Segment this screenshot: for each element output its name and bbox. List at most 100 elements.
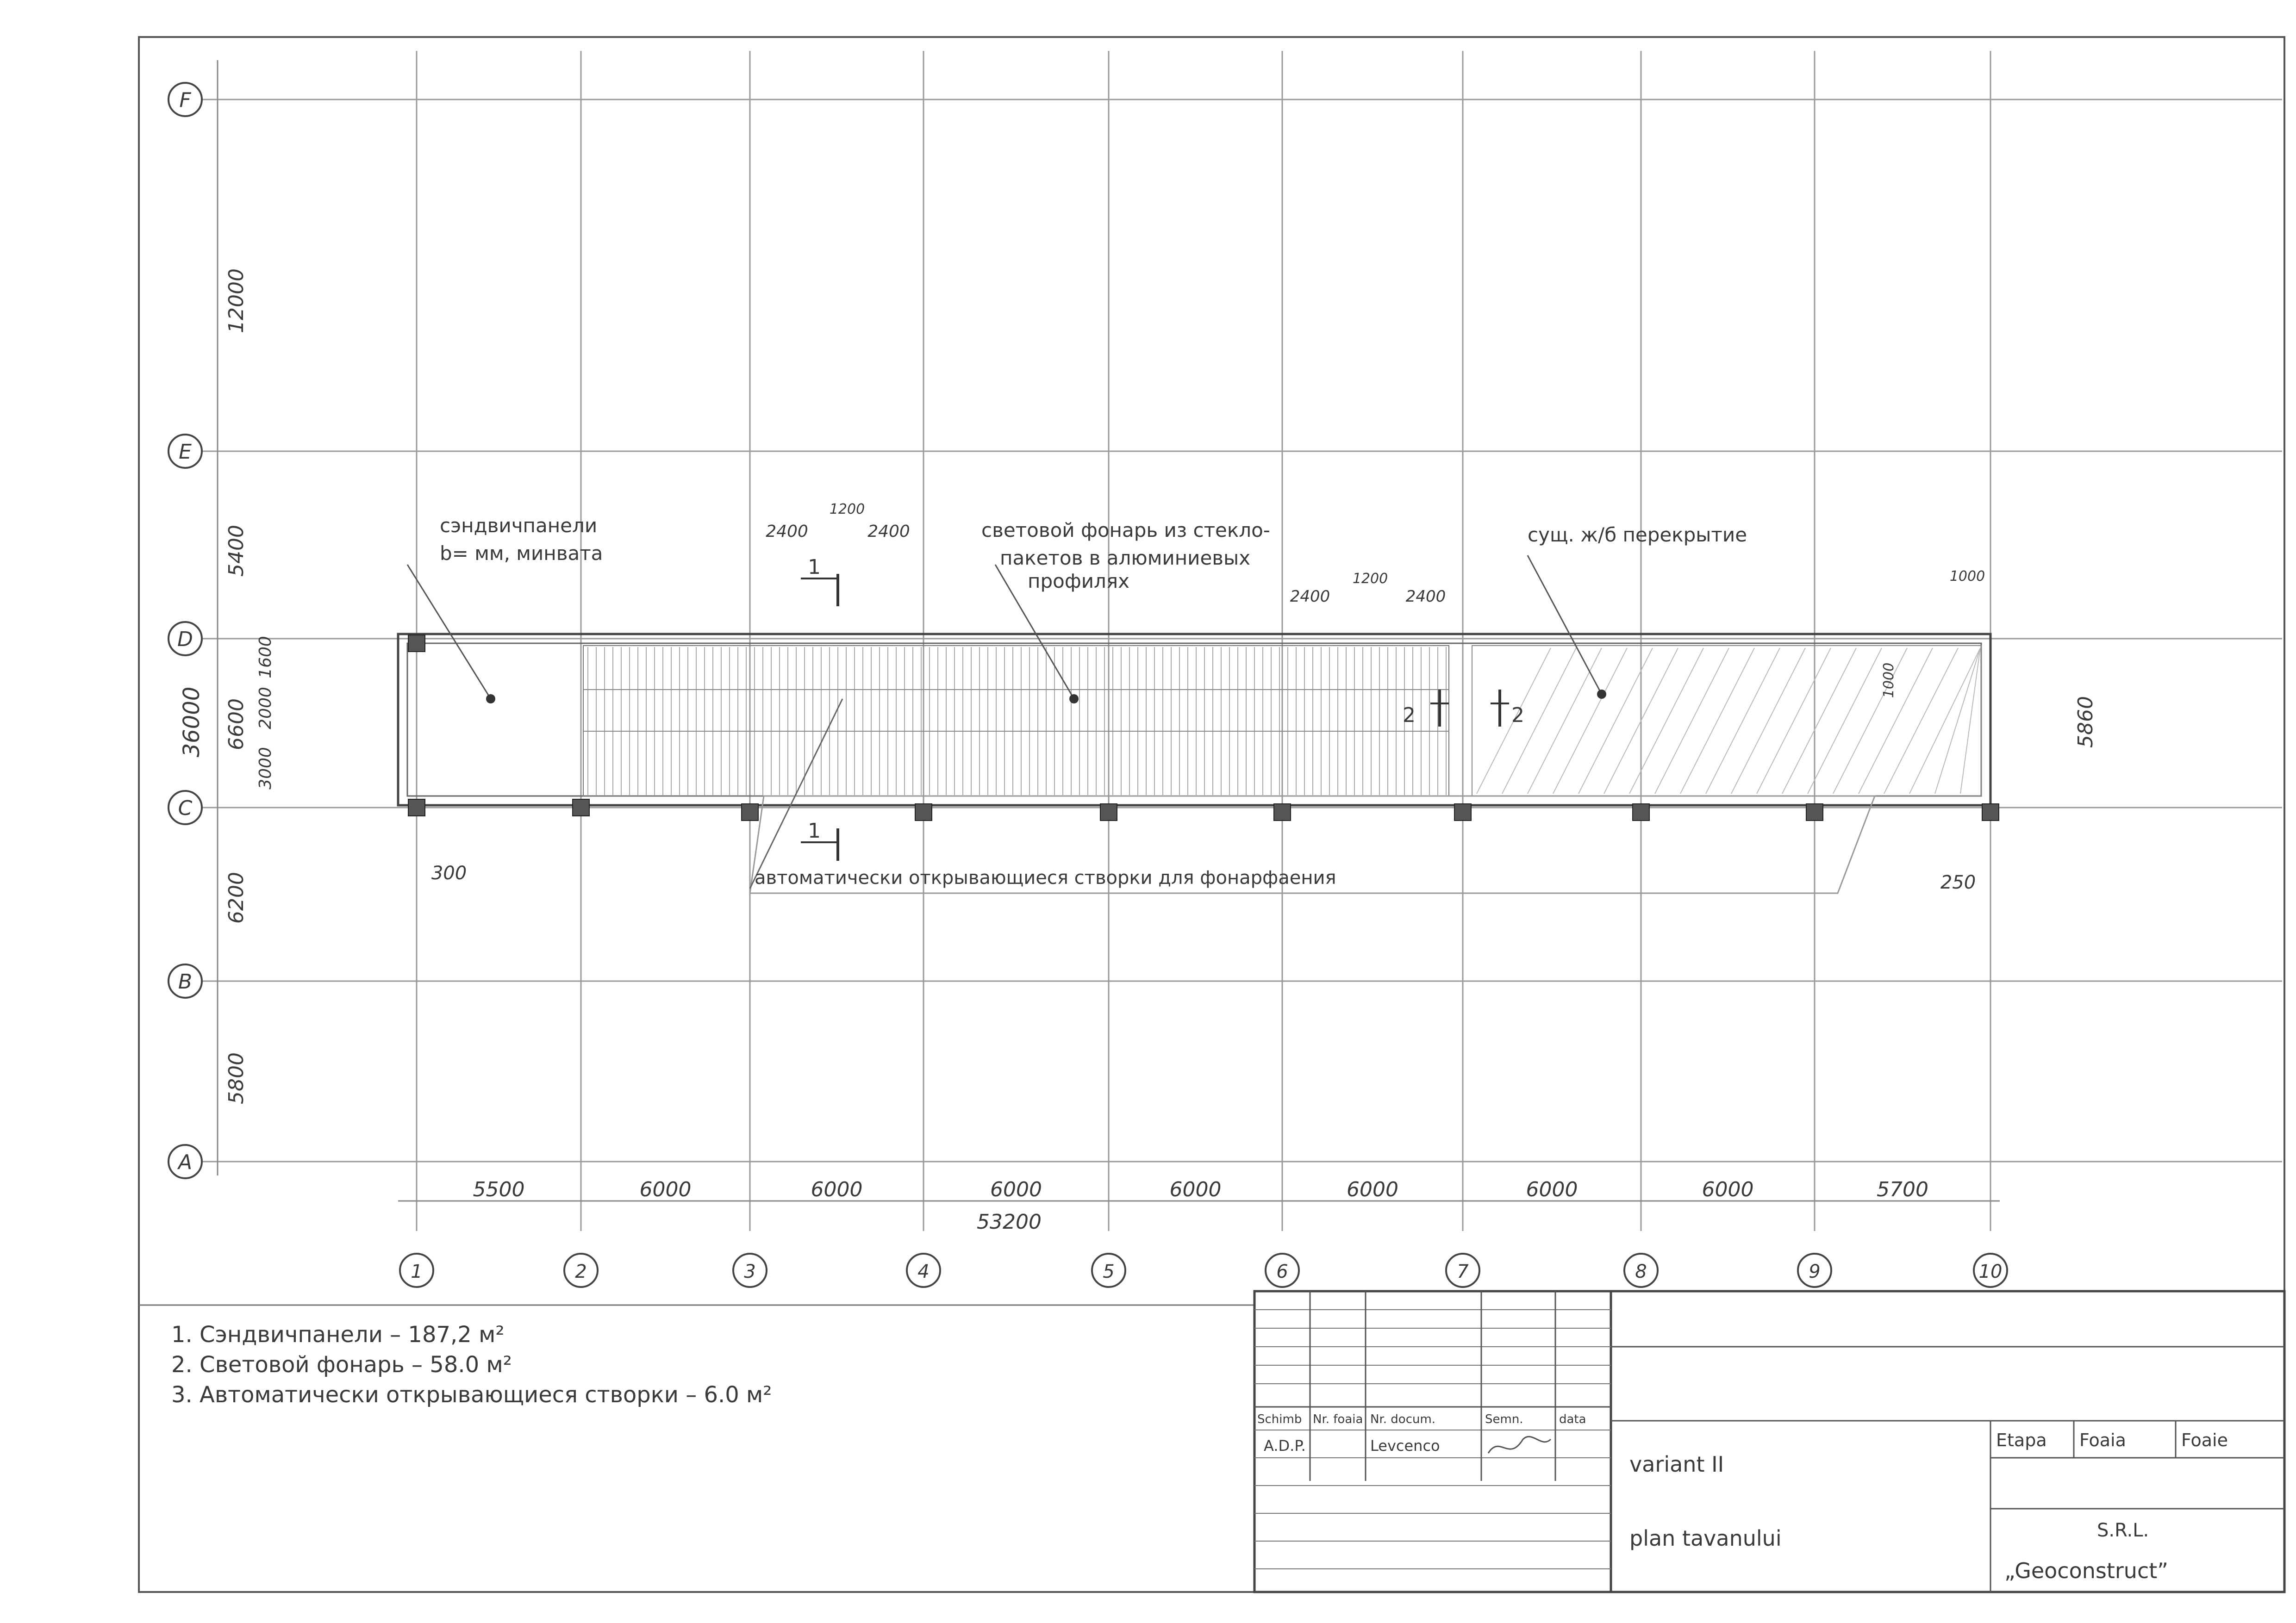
dim-skylight-left-b: 1200 bbox=[830, 501, 865, 517]
leader-dot bbox=[1069, 694, 1079, 703]
hatch-line bbox=[1553, 647, 1628, 794]
callout-existing: сущ. ж/б перекрытие bbox=[1528, 523, 1747, 546]
column-1 bbox=[408, 799, 425, 816]
skylight-hatching bbox=[583, 647, 1449, 795]
tb-header-data: data bbox=[1559, 1412, 1586, 1426]
tb-author: Levcenco bbox=[1370, 1437, 1440, 1455]
column-9 bbox=[1806, 803, 1823, 821]
vertical-grid-lines bbox=[416, 51, 1991, 1231]
dim-sub-1: 3000 bbox=[256, 747, 275, 790]
hatch-line bbox=[1578, 647, 1653, 794]
dim-bay-2: 6000 bbox=[640, 1178, 692, 1201]
tb-foaia: Foaia bbox=[2079, 1430, 2126, 1450]
tb-drawing-name: plan tavanului bbox=[1629, 1526, 1782, 1551]
column-3 bbox=[741, 803, 759, 821]
hatch-line bbox=[1884, 647, 1959, 794]
axis-bubble-E bbox=[168, 434, 203, 469]
horizontal-grid-lines bbox=[185, 60, 2282, 1202]
leader-dot bbox=[1597, 690, 1606, 699]
dim-skylight-left-a: 2400 bbox=[766, 522, 808, 541]
vents-zone bbox=[749, 795, 1876, 894]
tb-variant: variant II bbox=[1629, 1452, 1724, 1477]
dim-bay-4: 6000 bbox=[990, 1178, 1042, 1201]
callout-vents: автоматически открывающиеся створки для … bbox=[755, 867, 1336, 889]
dim-total-horizontal: 53200 bbox=[977, 1210, 1042, 1234]
axis-label-B: B bbox=[178, 970, 192, 994]
dim-corner: 1000 bbox=[1950, 568, 1985, 585]
hatch-line bbox=[1782, 647, 1857, 794]
callout-sandwich-line1: сэндвичпанели bbox=[440, 514, 597, 537]
note-2: 2. Световой фонарь – 58.0 м² bbox=[171, 1352, 512, 1378]
axis-bubble-4 bbox=[906, 1253, 941, 1288]
column-2 bbox=[572, 799, 590, 816]
column-5 bbox=[1100, 803, 1117, 821]
sheet-frame bbox=[138, 36, 2285, 1593]
dim-sub-3: 1600 bbox=[256, 636, 275, 678]
axis-bubble-D bbox=[168, 621, 203, 656]
axis-bubble-B bbox=[168, 964, 203, 999]
axis-bubble-2 bbox=[563, 1253, 599, 1288]
axis-label-7: 7 bbox=[1457, 1261, 1469, 1282]
hatch-line bbox=[1909, 647, 1981, 794]
existing-slab-hatching bbox=[1476, 647, 1981, 794]
axis-bubble-7 bbox=[1445, 1253, 1480, 1288]
section-mark-1-top: 1 bbox=[808, 555, 821, 579]
leader-dot bbox=[486, 694, 495, 703]
section-mark-2-right: 2 bbox=[1511, 703, 1524, 727]
hatch-line bbox=[1654, 647, 1729, 794]
axis-label-5: 5 bbox=[1103, 1261, 1114, 1282]
dim-bay-5: 6000 bbox=[1170, 1178, 1222, 1201]
quantity-notes: 1. Сэндвичпанели – 187,2 м² 2. Световой … bbox=[171, 1322, 772, 1408]
tb-header-foaia: Nr. foaia bbox=[1313, 1412, 1363, 1426]
dim-bay-6: 6000 bbox=[1347, 1178, 1398, 1201]
axis-bubble-C bbox=[168, 790, 203, 825]
dim-bay-3: 6000 bbox=[811, 1178, 863, 1201]
hatch-line bbox=[1833, 647, 1908, 794]
axis-label-D: D bbox=[177, 628, 193, 651]
tb-role: A.D.P. bbox=[1264, 1437, 1306, 1455]
tb-etapa: Etapa bbox=[1996, 1430, 2047, 1450]
axis-bubble-F bbox=[168, 82, 203, 117]
existing-slab-area bbox=[1472, 645, 1982, 796]
column-4 bbox=[915, 803, 932, 821]
dim-bay-7: 6000 bbox=[1526, 1178, 1578, 1201]
dim-right: 5860 bbox=[2074, 696, 2097, 748]
column-6 bbox=[1273, 803, 1291, 821]
axis-bubble-3 bbox=[732, 1253, 767, 1288]
column-0 bbox=[408, 634, 425, 652]
hatch-line bbox=[1603, 647, 1678, 794]
hatch-line bbox=[1960, 647, 1981, 794]
axis-label-8: 8 bbox=[1635, 1261, 1647, 1282]
axis-label-10: 10 bbox=[1979, 1261, 2003, 1282]
tb-company-2: „Geoconstruct” bbox=[2004, 1558, 2168, 1583]
dim-box: 1000 bbox=[1881, 663, 1897, 698]
axis-label-1: 1 bbox=[411, 1261, 422, 1282]
signature bbox=[1487, 1436, 1552, 1454]
axis-bubble-1 bbox=[399, 1253, 434, 1288]
dim-bay-1: 5500 bbox=[473, 1178, 525, 1201]
axis-bubble-A bbox=[168, 1144, 203, 1179]
column-10 bbox=[1982, 803, 1999, 821]
axis-label-C: C bbox=[178, 796, 193, 820]
roof-outline bbox=[397, 633, 1992, 807]
hatch-line bbox=[1629, 647, 1704, 794]
dim-left-offset: 300 bbox=[431, 863, 467, 884]
dim-row-D-C: 6600 bbox=[225, 698, 248, 750]
hatch-line bbox=[1934, 647, 1981, 794]
dim-total-vertical: 36000 bbox=[179, 687, 205, 758]
roof-plan bbox=[397, 633, 1999, 894]
callouts: сэндвичпанели b= мм, минвата световой фо… bbox=[406, 514, 1747, 889]
hatch-line bbox=[1680, 647, 1755, 794]
hatch-line bbox=[1858, 647, 1933, 794]
title-block: Schimb Nr. foaia Nr. docum. Semn. data A… bbox=[1253, 1290, 2286, 1593]
hatch-line bbox=[1476, 647, 1551, 794]
dim-row-B-A: 5800 bbox=[225, 1052, 248, 1104]
section-marks: 1 1 2 2 bbox=[801, 555, 1524, 861]
axis-label-E: E bbox=[179, 440, 192, 464]
hatch-line bbox=[1731, 647, 1806, 794]
hatch-line bbox=[1502, 647, 1577, 794]
axis-bubble-9 bbox=[1797, 1253, 1832, 1288]
dim-skylight-left-c: 2400 bbox=[867, 522, 910, 541]
axis-label-F: F bbox=[179, 88, 191, 112]
